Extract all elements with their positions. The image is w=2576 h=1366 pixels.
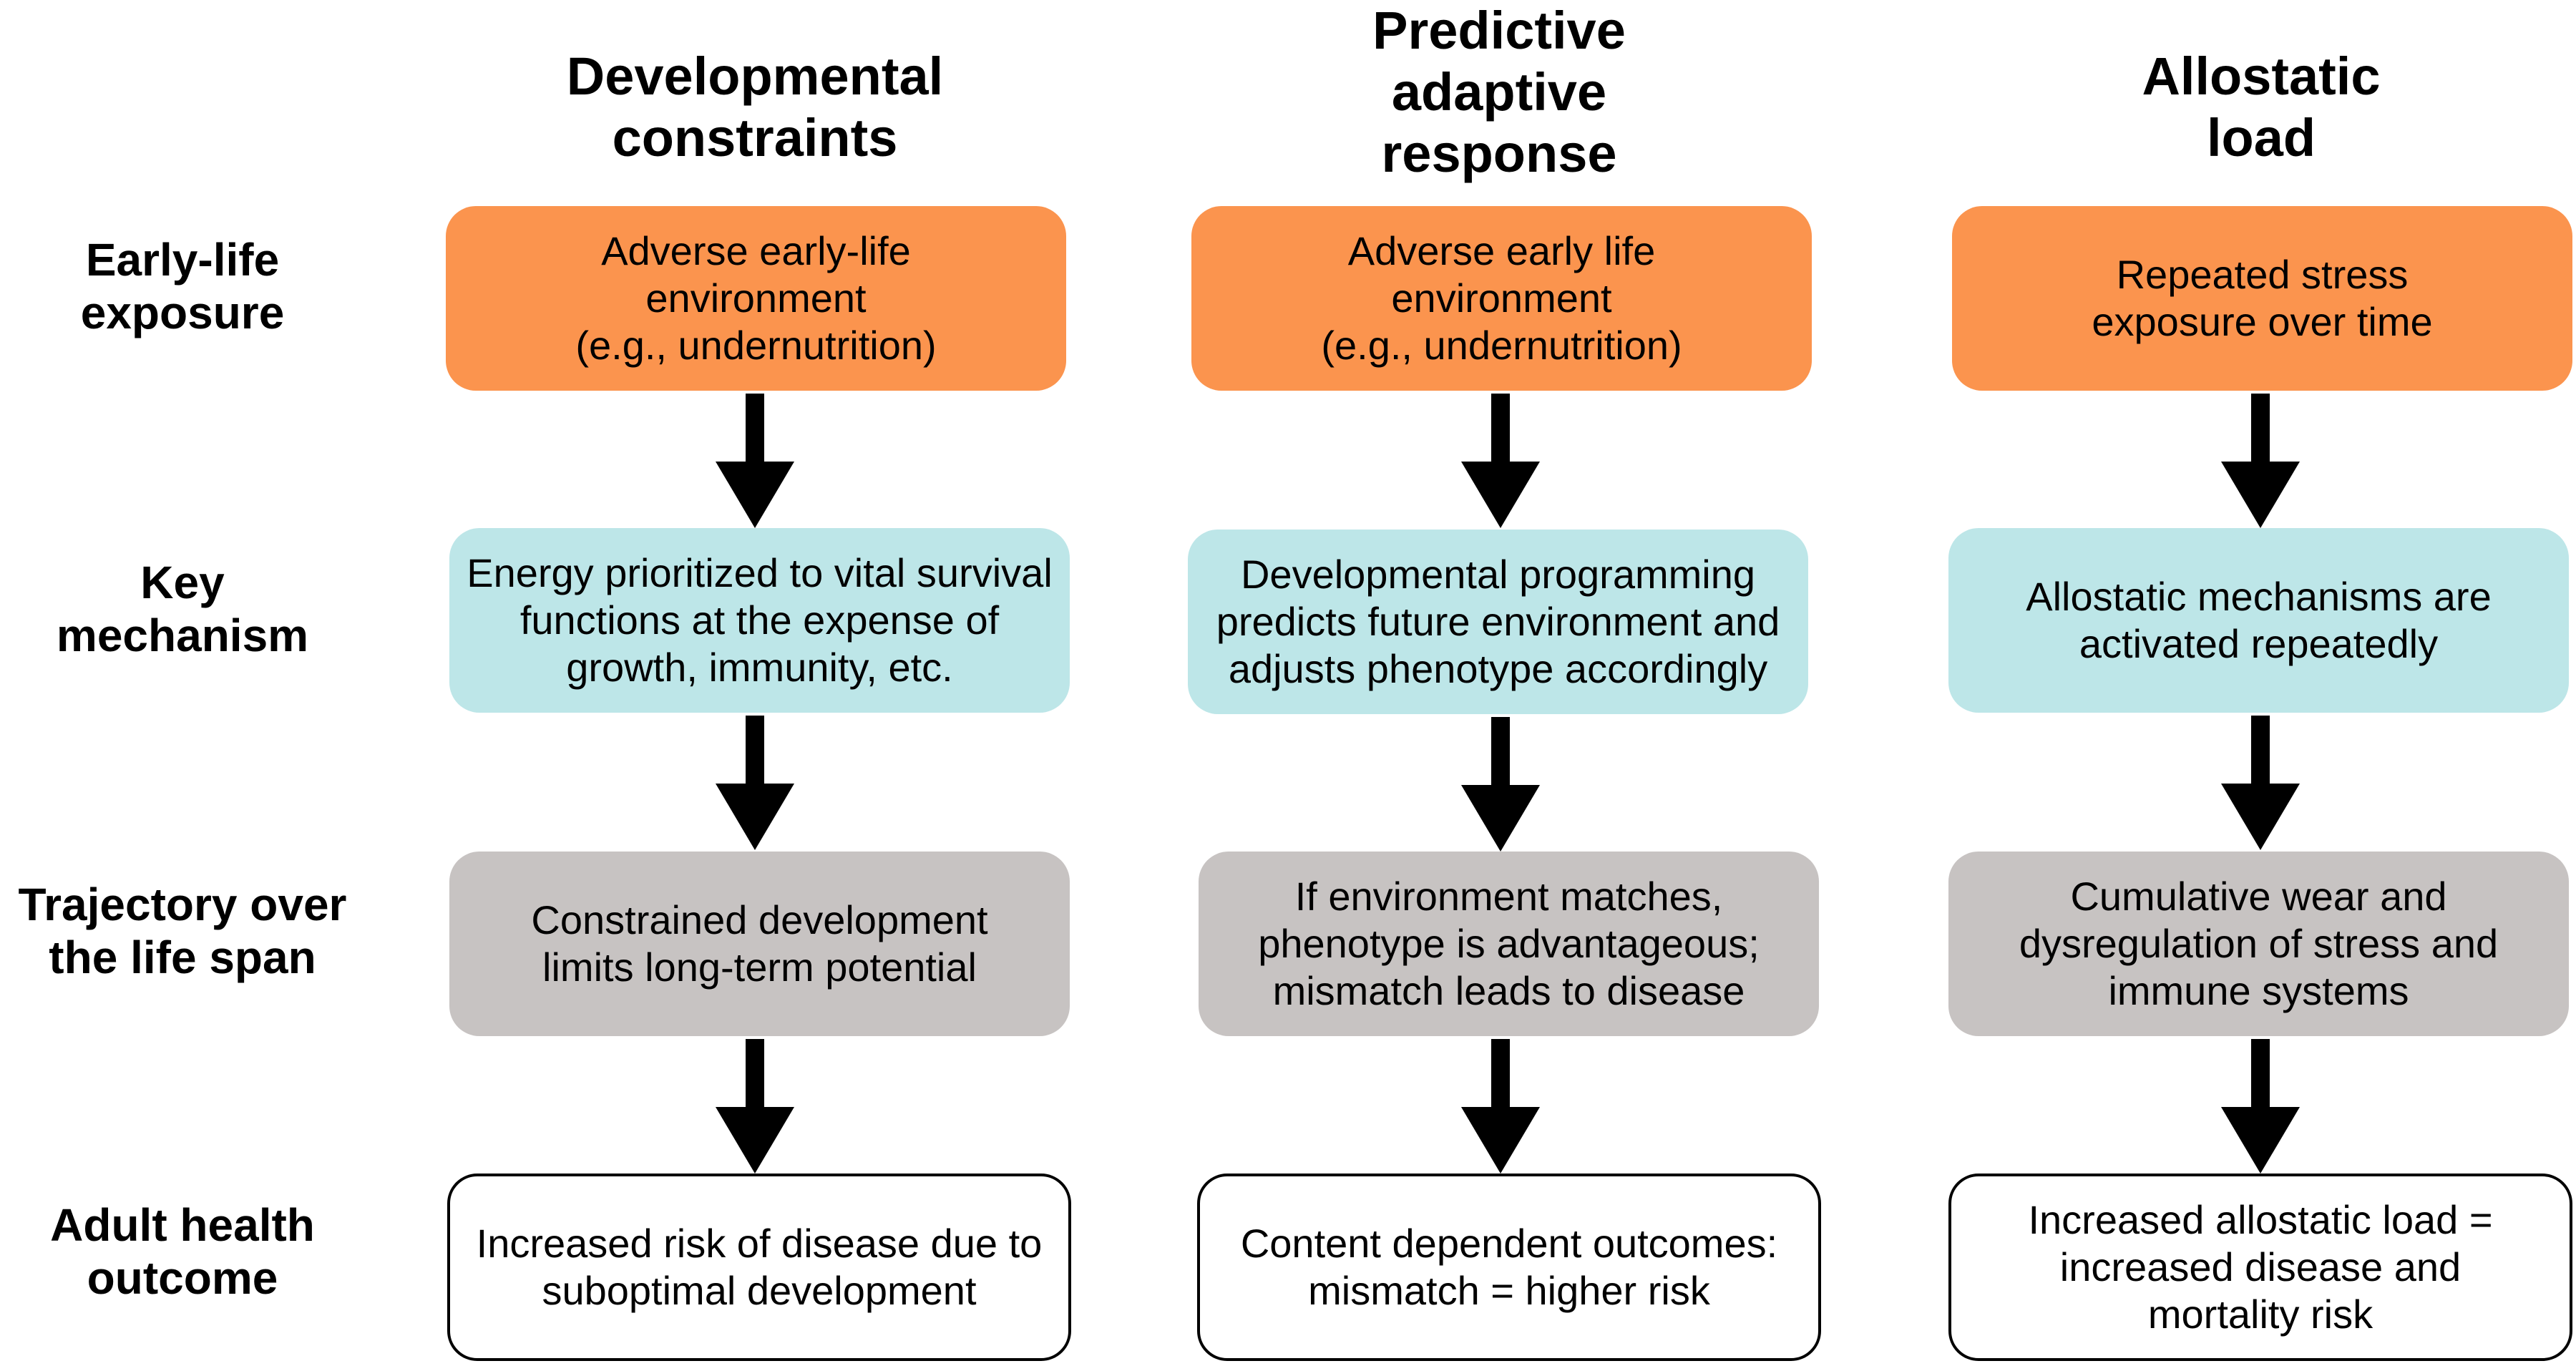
arrow-down-icon	[2221, 394, 2300, 528]
arrow-down-icon	[716, 1039, 794, 1174]
arrow-down-icon	[1461, 1039, 1540, 1174]
box-dc-outcome: Increased risk of disease due to subopti…	[447, 1174, 1071, 1361]
box-par-trajectory: If environment matches, phenotype is adv…	[1199, 852, 1819, 1036]
box-par-exposure: Adverse early life environment (e.g., un…	[1191, 206, 1812, 391]
column-title-allostatic-load: Allostatic load	[2142, 47, 2381, 167]
arrow-down-icon	[2221, 716, 2300, 850]
box-dc-trajectory: Constrained development limits long-term…	[449, 852, 1070, 1036]
column-title-predictive-adaptive-response: Predictive adaptive response	[1372, 1, 1626, 183]
box-dc-mechanism: Energy prioritized to vital survival fun…	[449, 528, 1070, 713]
column-title-developmental-constraints: Developmental constraints	[566, 47, 944, 167]
box-par-outcome: Content dependent outcomes: mismatch = h…	[1197, 1174, 1821, 1361]
arrow-down-icon	[1461, 717, 1540, 852]
box-al-mechanism: Allostatic mechanisms are activated repe…	[1948, 528, 2569, 713]
arrow-down-icon	[716, 716, 794, 850]
arrow-down-icon	[716, 394, 794, 528]
row-label-trajectory-over-life-span: Trajectory over the life span	[18, 879, 347, 983]
box-al-exposure: Repeated stress exposure over time	[1952, 206, 2572, 391]
box-par-mechanism: Developmental programming predicts futur…	[1188, 530, 1808, 714]
arrow-down-icon	[2221, 1039, 2300, 1174]
arrow-down-icon	[1461, 394, 1540, 528]
row-label-adult-health-outcome: Adult health outcome	[50, 1199, 315, 1304]
row-label-early-life-exposure: Early-life exposure	[80, 234, 285, 338]
row-label-key-mechanism: Key mechanism	[56, 557, 309, 661]
box-al-trajectory: Cumulative wear and dysregulation of str…	[1948, 852, 2569, 1036]
box-al-outcome: Increased allostatic load = increased di…	[1948, 1174, 2572, 1361]
box-dc-exposure: Adverse early-life environment (e.g., un…	[446, 206, 1066, 391]
